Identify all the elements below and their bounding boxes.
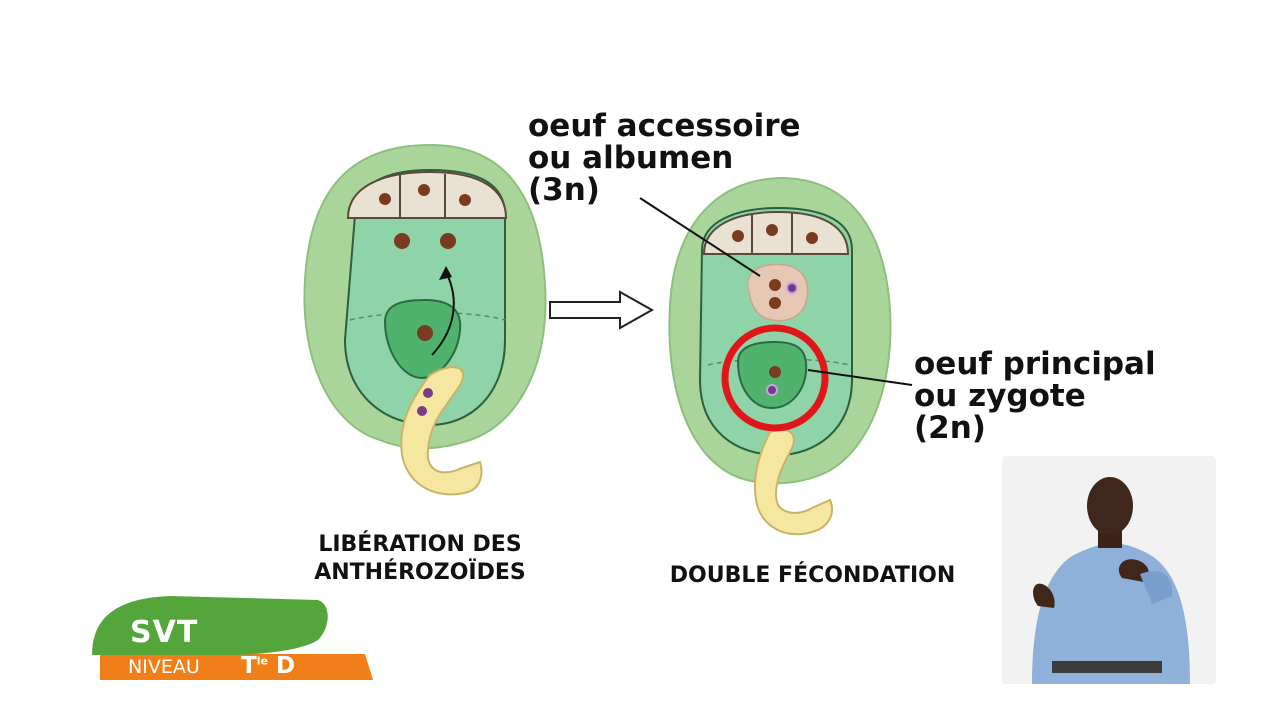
albumen-label-line3: (3n) [528, 172, 600, 208]
egg-apparatus-line-right [707, 358, 851, 366]
sperm-path-arrow [431, 271, 455, 356]
zygote-nucleus [769, 366, 781, 378]
albumen-label: oeuf accessoire ou albumen (3n) [528, 110, 801, 206]
zygote-highlight-ring [721, 324, 829, 432]
zygote-label-line1: oeuf principal [914, 346, 1156, 382]
badge-orange-bar [100, 654, 373, 680]
badge-subject: SVT [130, 615, 199, 650]
polar-nucleus [394, 233, 410, 249]
zygote-leader-line [807, 369, 913, 386]
albumen-nucleus [769, 297, 781, 309]
transition-arrow [549, 290, 655, 330]
polar-nucleus [440, 233, 456, 249]
zygote-sperm-nucleus [766, 384, 778, 396]
caption-left-line2: ANTHÉROZOÏDES [314, 560, 526, 585]
albumen-nucleus [769, 279, 781, 291]
presenter-inset [1002, 456, 1216, 684]
caption-left-line1: LIBÉRATION DES [318, 532, 522, 557]
albumen-label-line2: ou albumen [528, 140, 734, 176]
ovule-left-embryo-sac [343, 168, 506, 427]
albumen-label-line1: oeuf accessoire [528, 108, 801, 144]
caption-right-text: DOUBLE FÉCONDATION [669, 563, 956, 588]
presenter-belt [1052, 661, 1162, 673]
pollen-tube-right [754, 428, 833, 536]
zygote-label: oeuf principal ou zygote (2n) [914, 348, 1156, 444]
badge-level-sup: le [256, 654, 268, 668]
pollen-tube-left [400, 366, 483, 496]
badge-green-leaf [92, 596, 328, 655]
ovule-left [303, 143, 547, 496]
presenter-figure [1032, 477, 1190, 684]
ovule-left-antipodal-cells [346, 170, 508, 219]
badge-level-suffix: D [275, 653, 296, 679]
level-badge [92, 596, 373, 680]
badge-level-main: T [241, 653, 257, 679]
zygote-label-line3: (2n) [914, 410, 986, 446]
presenter-hand-left [1033, 583, 1055, 608]
caption-left: LIBÉRATION DES ANTHÉROZOÏDES [290, 531, 550, 587]
presenter-arm-right [1140, 571, 1173, 604]
albumen-cell [747, 263, 809, 322]
albumen-leader-line [639, 197, 761, 277]
egg-nucleus [417, 325, 433, 341]
badge-level: Tle D [241, 653, 295, 679]
caption-right: DOUBLE FÉCONDATION [640, 562, 985, 590]
albumen-sperm-nucleus [786, 282, 798, 294]
presenter-head [1087, 477, 1133, 535]
sperm-cell [423, 388, 433, 398]
zygote-label-line2: ou zygote [914, 378, 1086, 414]
badge-level-prefix: NIVEAU [128, 656, 200, 678]
sperm-cell [417, 406, 427, 416]
ovule-right-antipodal-cells [702, 210, 850, 255]
sperm-path-arrowhead [439, 266, 452, 280]
ovule-right [668, 176, 892, 536]
